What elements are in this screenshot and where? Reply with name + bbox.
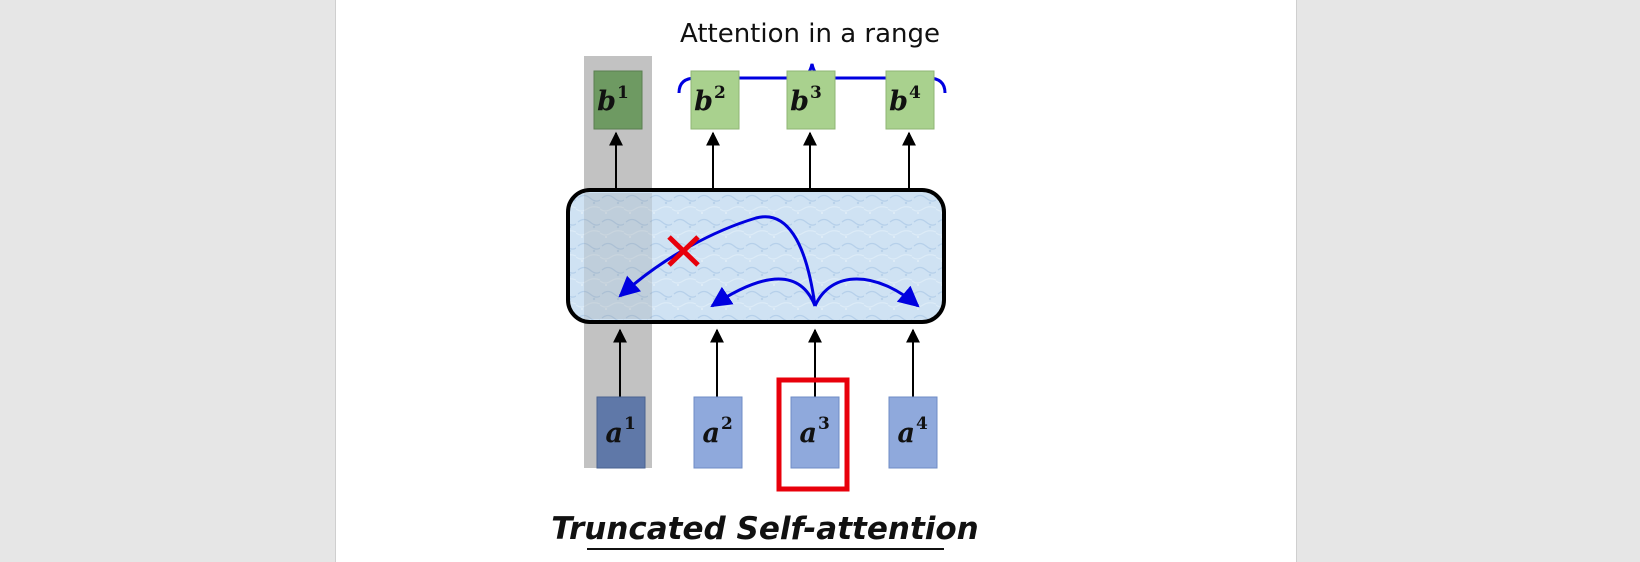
range-brace: [677, 63, 947, 94]
output-letter: b: [790, 86, 809, 117]
range-label: Attention in a range: [680, 19, 940, 49]
output-b1: b 1: [593, 70, 643, 130]
self-attention-layer: [566, 188, 946, 324]
attention-arrow-to-a1: [618, 215, 817, 307]
input-a4: a 4: [888, 396, 938, 469]
input-letter: a: [703, 418, 721, 449]
input-a3: a 3: [790, 396, 840, 469]
truncated-self-attention-diagram: Attention in a range b 1 b 2 b 3: [551, 19, 979, 550]
input-letter: a: [606, 418, 624, 449]
input-index: 1: [624, 414, 636, 434]
output-index: 1: [617, 83, 629, 103]
output-box: [690, 70, 740, 130]
output-box: [885, 70, 935, 130]
masked-column-overlay: [584, 193, 652, 319]
output-b3: b 3: [786, 70, 836, 130]
input-index: 4: [916, 414, 928, 434]
input-letter: a: [800, 418, 818, 449]
output-box: [593, 70, 643, 130]
input-a2: a 2: [693, 396, 743, 469]
output-letter: b: [597, 86, 616, 117]
output-letter: b: [889, 86, 908, 117]
input-index: 2: [721, 414, 733, 434]
input-letter: a: [898, 418, 916, 449]
input-box: [790, 396, 840, 469]
attention-arrow-to-a4: [813, 277, 920, 308]
attention-arrow-to-a2: [710, 277, 817, 308]
input-a1: a 1: [596, 396, 646, 469]
query-highlight-frame: [776, 377, 850, 492]
input-box: [693, 396, 743, 469]
input-box: [888, 396, 938, 469]
output-index: 4: [909, 83, 921, 103]
output-index: 2: [714, 83, 726, 103]
output-letter: b: [694, 86, 713, 117]
input-box: [596, 396, 646, 469]
blocked-cross-icon: [667, 235, 700, 267]
output-box: [786, 70, 836, 130]
slide-canvas: Attention in a range b 1 b 2 b 3: [335, 0, 1297, 562]
output-b2: b 2: [690, 70, 740, 130]
input-index: 3: [818, 414, 830, 434]
diagram-caption: Truncated Self-attention: [551, 511, 979, 547]
output-b4: b 4: [885, 70, 935, 130]
output-index: 3: [810, 83, 822, 103]
